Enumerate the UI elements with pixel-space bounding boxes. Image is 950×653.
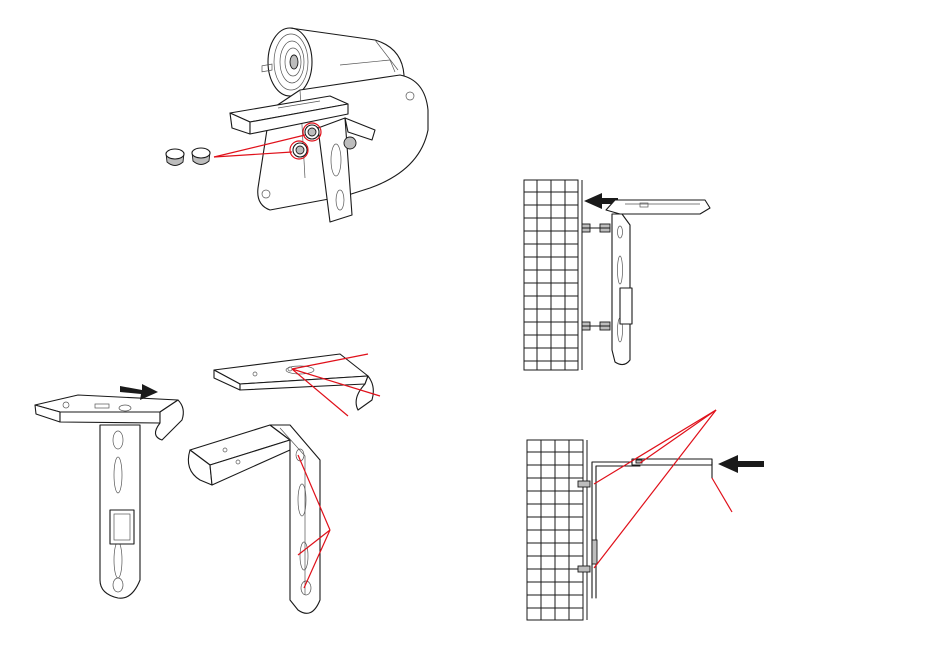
assembled-bracket bbox=[35, 384, 183, 598]
arrow-left-icon-side bbox=[718, 455, 764, 473]
callout-line-side-1 bbox=[594, 410, 716, 484]
top-plate bbox=[214, 354, 373, 410]
wall-bracket bbox=[606, 200, 710, 365]
wall-grid-bottom bbox=[527, 440, 587, 620]
panel-bracket-assembly bbox=[35, 354, 380, 613]
panel-wall-mount-side-view bbox=[527, 410, 764, 620]
rubber-cap-icon bbox=[166, 148, 210, 166]
disassembled-bracket bbox=[188, 425, 320, 613]
callout-line-side-4 bbox=[712, 478, 732, 512]
callout-line-side-2 bbox=[594, 410, 716, 568]
panel-camera-cap-removal bbox=[166, 28, 428, 222]
side-bracket bbox=[592, 459, 712, 598]
wall-grid-top bbox=[524, 180, 582, 370]
callout-line-side-3 bbox=[640, 410, 716, 463]
panel-wall-mount-step bbox=[524, 180, 710, 370]
screw-icon-side bbox=[578, 481, 590, 572]
screw-icon bbox=[582, 224, 610, 330]
